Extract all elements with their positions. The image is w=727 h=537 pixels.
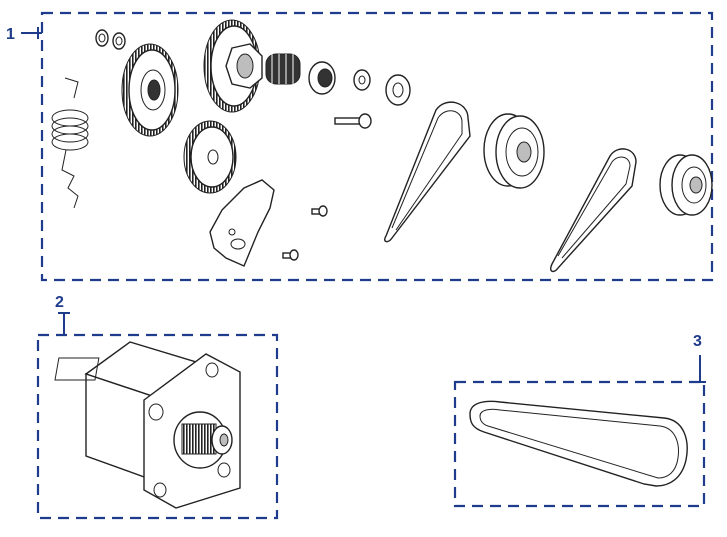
torsion-spring: [51, 77, 89, 209]
compound-gear: [203, 19, 263, 113]
washers-pair: [95, 29, 126, 50]
idler-gear: [121, 43, 179, 137]
mounting-bracket: [209, 179, 275, 267]
bearing: [308, 61, 336, 95]
group-1-boundary: [40, 11, 714, 282]
callout-2-label: 2: [55, 294, 64, 311]
pulley-b: [659, 154, 713, 216]
group-1-drive-components: 1: [6, 11, 714, 282]
long-drive-belt: [469, 400, 688, 487]
shoulder-screw: [334, 113, 372, 129]
cap-screw-lower: [282, 249, 299, 261]
group-2-boundary: [36, 333, 279, 520]
compression-spring: [265, 53, 301, 85]
callout-1-label: 1: [6, 26, 15, 43]
flat-washer: [353, 69, 371, 91]
drive-gear-small: [183, 120, 237, 194]
stepper-motor: [54, 341, 241, 509]
timing-belt-short: [383, 101, 471, 243]
timing-belt-medium: [549, 148, 637, 273]
group-2-stepper-motor: 2: [36, 294, 279, 520]
shaft-collar: [385, 74, 411, 106]
callout-3-label: 3: [693, 333, 702, 350]
pulley-a: [483, 113, 545, 189]
cap-screw-upper: [311, 205, 328, 217]
group-3-drive-belt: 3: [453, 333, 706, 508]
group-3-boundary: [453, 380, 706, 508]
